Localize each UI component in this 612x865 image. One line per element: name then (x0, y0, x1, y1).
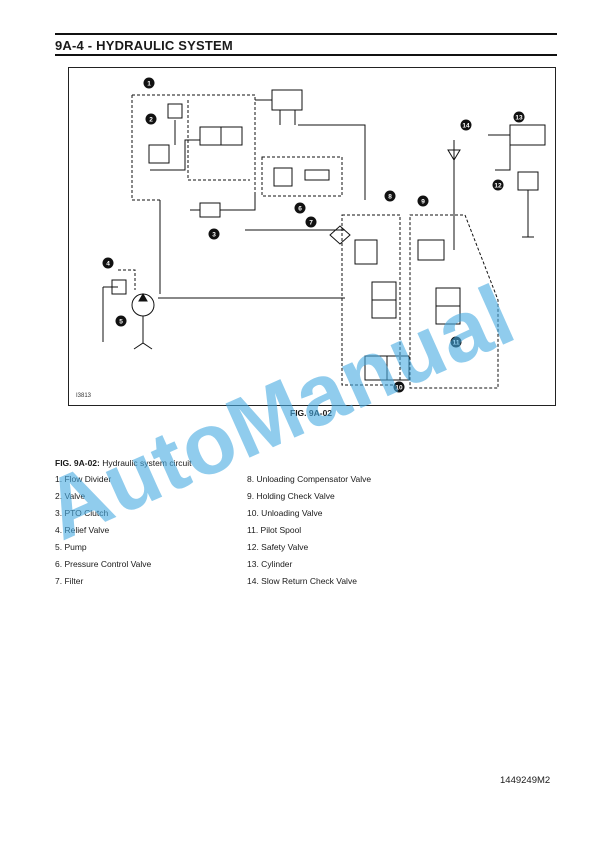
flow-divider-group (131, 94, 256, 201)
callout-14: 14 (462, 123, 470, 130)
callout-12: 12 (494, 183, 502, 190)
callout-9: 9 (421, 199, 425, 206)
callout-11: 11 (453, 340, 460, 347)
caption-prefix: FIG. 9A-02: (55, 458, 100, 468)
figure-label: FIG. 9A-02 (290, 408, 333, 418)
callout-4: 4 (106, 261, 110, 268)
figure-id: I3813 (76, 393, 92, 399)
legend-item-4: 4. Relief Valve (55, 525, 110, 535)
caption-text: Hydraulic system circuit (102, 458, 192, 468)
legend-item-13: 13. Cylinder (247, 559, 293, 569)
header-bottom-rule (55, 54, 557, 56)
legend-item-2: 2. Valve (55, 491, 86, 501)
legend-item-12: 12. Safety Valve (247, 542, 309, 552)
legend-item-1: 1. Flow Divider (55, 474, 112, 484)
figure-frame (68, 67, 556, 406)
header-top-rule (55, 33, 557, 35)
callout-1: 1 (147, 81, 151, 88)
page-header-title: 9A-4 - HYDRAULIC SYSTEM (55, 38, 233, 53)
legend-item-14: 14. Slow Return Check Valve (247, 576, 357, 586)
callout-3: 3 (212, 232, 216, 239)
filter-symbol (329, 225, 351, 245)
legend-item-11: 11. Pilot Spool (247, 525, 302, 535)
callout-7: 7 (309, 220, 313, 227)
document-number: 1449249M2 (500, 775, 551, 786)
callout-5: 5 (119, 319, 123, 326)
legend-item-10: 10. Unloading Valve (247, 508, 323, 518)
cylinder-group (447, 124, 546, 250)
legend-item-5: 5. Pump (55, 542, 87, 552)
callout-markers (102, 77, 525, 393)
pump-relief-group (102, 200, 161, 350)
legend-item-8: 8. Unloading Compensator Valve (247, 474, 372, 484)
legend-item-3: 3. PTO Clutch (55, 508, 109, 518)
holding-check-block (409, 214, 499, 389)
callout-8: 8 (388, 194, 392, 201)
callout-10: 10 (395, 385, 403, 392)
top-valve-symbol (255, 89, 303, 125)
callout-2: 2 (149, 117, 153, 124)
pto-clutch-symbol (190, 195, 256, 218)
legend-item-7: 7. Filter (55, 576, 84, 586)
callout-13: 13 (515, 115, 523, 122)
legend-item-9: 9. Holding Check Valve (247, 491, 335, 501)
legend-item-6: 6. Pressure Control Valve (55, 559, 152, 569)
callout-6: 6 (298, 206, 302, 213)
pressure-control-valve (261, 156, 343, 197)
figure-caption: FIG. 9A-02: Hydraulic system circuit (55, 458, 192, 468)
